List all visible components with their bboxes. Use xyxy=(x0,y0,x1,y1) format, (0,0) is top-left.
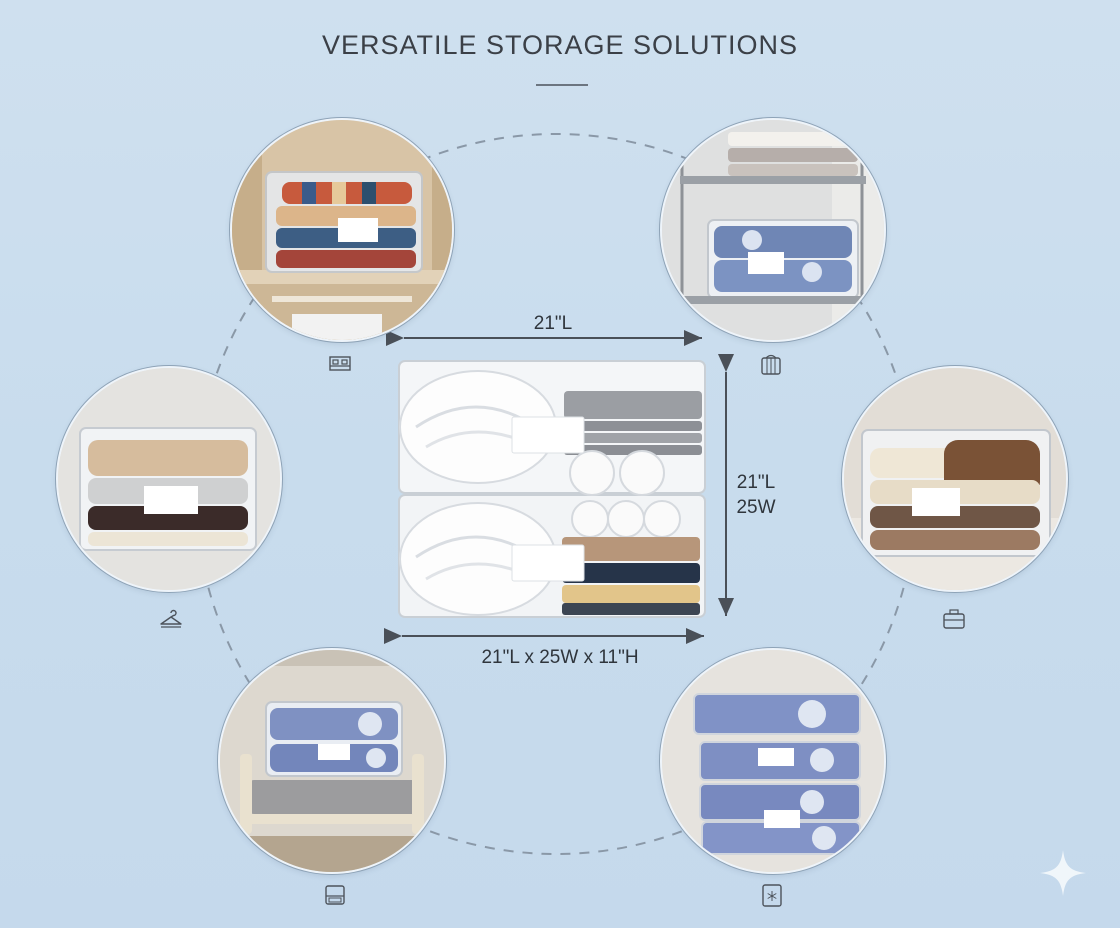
bed-icon xyxy=(327,350,353,376)
crib-icon xyxy=(758,352,784,378)
side-dimension-line2: 25W xyxy=(736,497,776,518)
page-title: VERSATILE STORAGE SOLUTIONS xyxy=(321,30,799,60)
sparkle-icon xyxy=(1038,848,1088,898)
storage-bag-product xyxy=(396,357,708,621)
side-dimension-line1: 21"L xyxy=(736,472,776,493)
under-bed-icon xyxy=(322,882,348,908)
stacked-bags-photo xyxy=(660,648,886,874)
bottom-dimension-label: 21"L x 25W x 11"H xyxy=(481,647,639,668)
under-bench-photo xyxy=(218,648,446,874)
title-underline xyxy=(536,84,588,86)
hanger-icon xyxy=(158,606,184,632)
suitcase-icon xyxy=(941,606,967,632)
top-dimension-label: 21"L xyxy=(533,313,573,334)
knitwear-bag-photo xyxy=(842,366,1068,592)
closet-shelf-photo xyxy=(230,118,454,342)
sweater-bag-photo xyxy=(56,366,282,592)
freezer-icon xyxy=(759,882,785,908)
wire-shelf-photo xyxy=(660,118,886,342)
